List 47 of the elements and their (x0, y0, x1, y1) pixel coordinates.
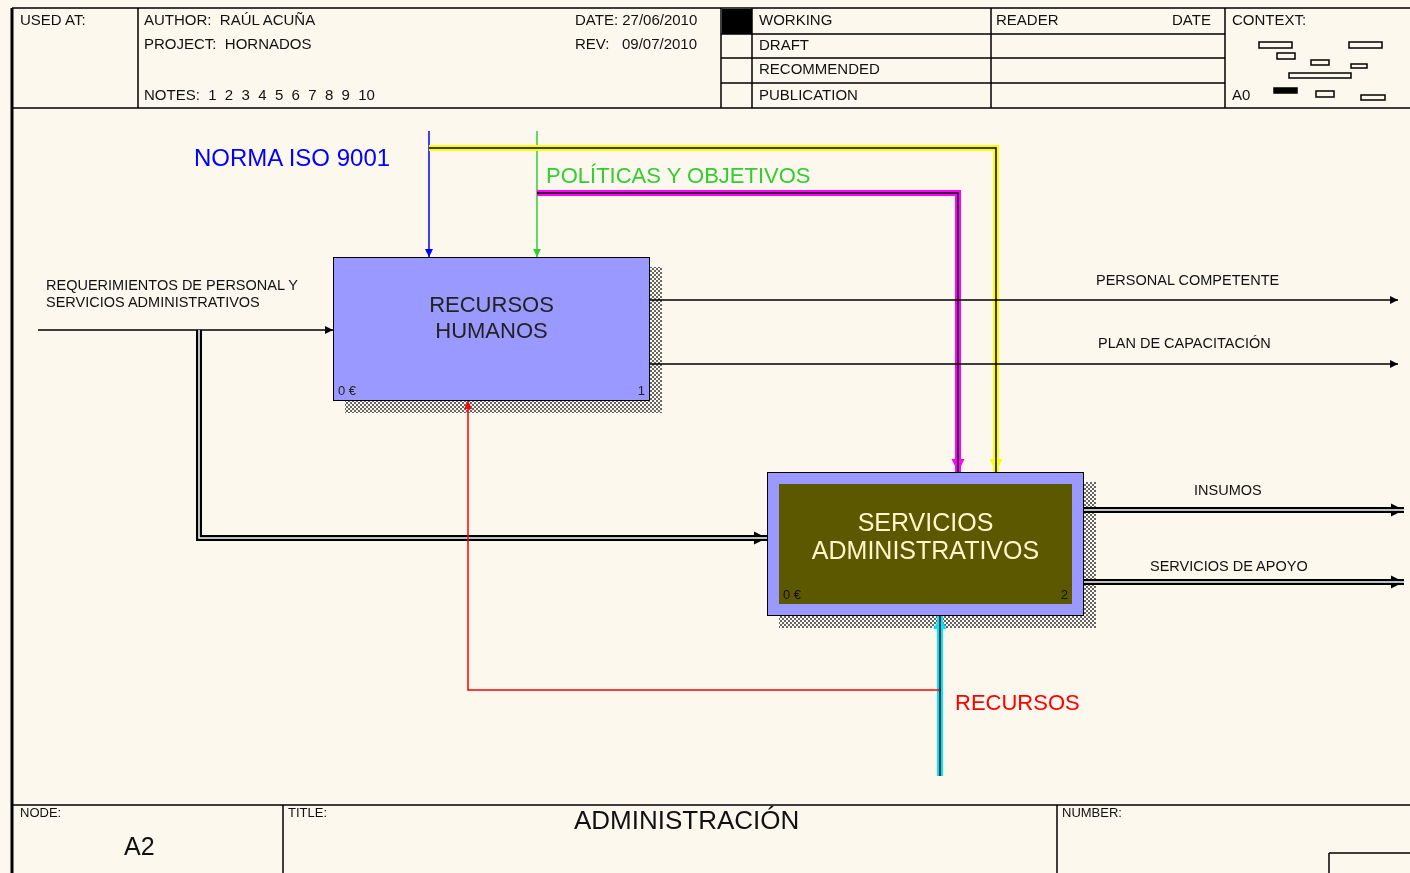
frame-field-label: AUTHOR: RAÚL ACUÑA (144, 12, 316, 27)
frame-field-label: TITLE: (288, 806, 327, 819)
cost-label: 0 € (338, 381, 357, 400)
box-number: 1 (637, 381, 645, 400)
arrow-label: PERSONAL COMPETENTE (1096, 271, 1281, 290)
diagram-title: ADMINISTRACIÓN (574, 805, 800, 835)
activity-name: RECURSOS HUMANOS (428, 292, 555, 344)
arrow-label: SERVICIOS DE APOYO (1150, 557, 1309, 576)
frame-field-label: DATE: 27/06/2010 (575, 12, 698, 27)
arrow (425, 130, 433, 258)
frame-field-label: A0 (1232, 87, 1251, 102)
arrow (536, 190, 965, 473)
arrow (37, 326, 334, 334)
frame-field-label: CONTEXT: (1232, 12, 1307, 27)
arrow-label: REQUERIMIENTOS DE PERSONAL Y SERVICIOS ADMINISTRATIVOS (46, 277, 299, 311)
arrow (533, 130, 541, 258)
cost-label: 0 € (783, 585, 802, 604)
arrow-label: NORMA ISO 9001 (194, 143, 392, 173)
arrow (464, 400, 941, 691)
frame-field-label: NODE: (20, 806, 62, 819)
activity-name: SERVICIOS ADMINISTRATIVOS (810, 508, 1041, 564)
frame-field-label: WORKING (759, 12, 833, 27)
arrow (1083, 575, 1405, 589)
frame-field-label: NUMBER: (1062, 806, 1122, 819)
arrow (428, 145, 1003, 473)
frame-field-label: DATE (1172, 12, 1211, 27)
frame-field-label: A2 (124, 834, 155, 859)
frame-field-label: USED AT: (20, 12, 86, 27)
arrow (196, 329, 768, 545)
frame-field-label: NOTES: 1 2 3 4 5 6 7 8 9 10 (144, 87, 375, 102)
arrow-label: PLAN DE CAPACITACIÓN (1098, 334, 1272, 353)
arrow-label: RECURSOS (955, 689, 1081, 717)
arrow (649, 296, 1399, 304)
frame-field-label: RECOMMENDED (759, 61, 880, 76)
arrow (649, 360, 1399, 368)
box-number: 2 (1060, 585, 1068, 604)
activity-box (767, 472, 1084, 616)
frame-field-label: REV: 09/07/2010 (575, 36, 698, 51)
arrow (1083, 503, 1405, 517)
arrow (933, 615, 947, 777)
frame-field-label: READER (996, 12, 1059, 27)
arrow-label: INSUMOS (1194, 481, 1263, 500)
frame-field-label: DRAFT (759, 37, 809, 52)
frame-field-label: PROJECT: HORNADOS (144, 36, 312, 51)
arrow-label: POLÍTICAS Y OBJETIVOS (546, 162, 812, 190)
frame-field-label: PUBLICATION (759, 87, 858, 102)
activity-box (333, 257, 650, 401)
